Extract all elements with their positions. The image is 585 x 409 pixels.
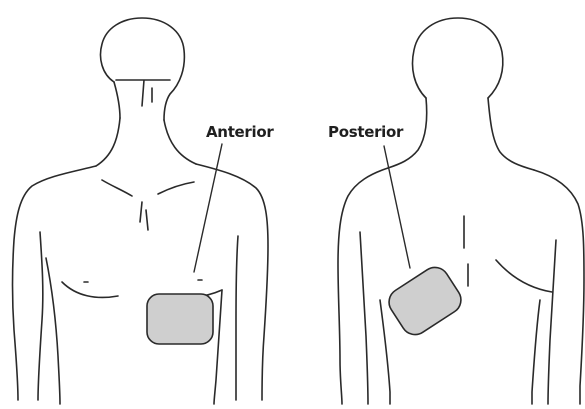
back-torso-right-side	[532, 300, 540, 404]
front-head-left-contour	[114, 82, 120, 118]
posterior-pad	[384, 262, 467, 340]
front-left-pectoral	[62, 282, 118, 297]
back-spine-line	[464, 216, 468, 286]
anterior-label: Anterior	[206, 123, 274, 141]
anterior-leader-line	[194, 144, 222, 272]
back-left-inner-arm	[360, 232, 368, 404]
back-right-shoulder-blade	[496, 260, 552, 292]
front-left-shoulder	[13, 166, 97, 400]
back-neck-right	[488, 98, 534, 170]
back-right-shoulder	[534, 170, 584, 404]
front-torso-left-side	[46, 258, 60, 404]
front-jaw-mark	[116, 80, 170, 106]
back-head-outline	[413, 18, 503, 98]
front-right-shoulder	[196, 164, 268, 400]
front-sternum-line	[140, 202, 148, 230]
posterior-label: Posterior	[328, 123, 404, 141]
back-torso-figure	[338, 18, 584, 404]
back-right-inner-arm	[548, 240, 556, 404]
front-right-inner-arm	[236, 236, 238, 400]
front-collarbone-right	[158, 182, 194, 194]
front-torso-figure	[13, 18, 269, 404]
front-left-inner-arm	[38, 232, 43, 400]
anterior-pad	[147, 294, 213, 344]
front-neck-right	[164, 120, 196, 164]
front-neck-left	[96, 118, 120, 166]
back-torso-left-side	[380, 300, 390, 404]
front-collarbone-left	[102, 180, 132, 196]
front-torso-right-side	[214, 290, 222, 404]
